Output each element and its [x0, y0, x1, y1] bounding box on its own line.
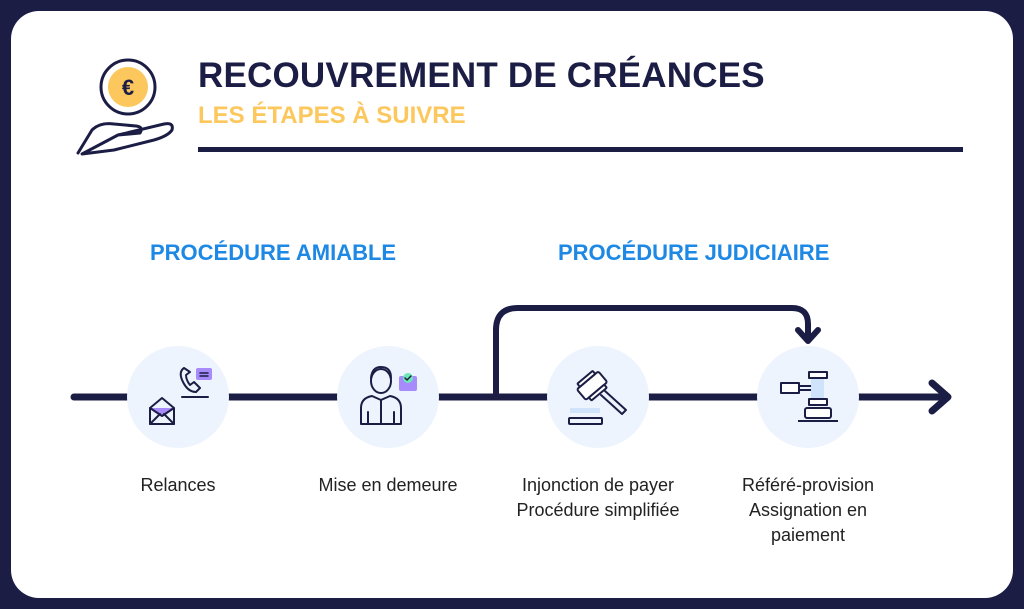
gavel-icon: [568, 370, 627, 425]
stand-base: [804, 407, 832, 419]
page-subtitle: LES ÉTAPES À SUIVRE: [198, 102, 466, 129]
step-label-refere: Référé-provision Assignation en paiement: [741, 475, 875, 545]
hand-shape: [76, 122, 174, 156]
section-judiciaire-heading: PROCÉDURE JUDICIAIRE: [558, 240, 830, 265]
timeline-arrowhead: [928, 379, 952, 415]
court-gavel-stand-icon: [780, 371, 838, 422]
step-label-mise-en-demeure: Mise en demeure: [318, 475, 458, 495]
page-title: RECOUVREMENT DE CRÉANCES: [198, 56, 765, 95]
gavel-block: [568, 417, 603, 425]
step-label-injonction: Injonction de payer Procédure simplifiée: [516, 475, 680, 520]
gavel-handle-piece: [780, 382, 800, 394]
gavel-handle: [600, 390, 627, 415]
bypass-arrowhead: [795, 327, 821, 344]
header-divider: [198, 147, 963, 152]
step-circle-injonction: [547, 346, 649, 448]
euro-coin-hand-icon: €: [76, 58, 174, 156]
step-circle-relances: [127, 346, 229, 448]
euro-symbol: €: [122, 75, 134, 100]
person-shoulders: [360, 395, 402, 425]
person-head: [370, 368, 392, 394]
step-label-relances: Relances: [140, 475, 216, 495]
bypass-arrow-line: [493, 305, 811, 400]
chat-bubble: [196, 368, 212, 380]
person-letter-icon: [360, 366, 417, 425]
phone-envelope-icon: [149, 367, 212, 425]
step-circle-refere: [757, 346, 859, 448]
stand-middle-bar: [808, 398, 828, 406]
envelope: [149, 397, 175, 425]
coin-face: [108, 67, 148, 107]
infographic-card: [11, 11, 1013, 598]
stand-top-bar: [808, 371, 828, 379]
phone-handset: [179, 367, 201, 393]
section-amiable-heading: PROCÉDURE AMIABLE: [150, 240, 397, 265]
